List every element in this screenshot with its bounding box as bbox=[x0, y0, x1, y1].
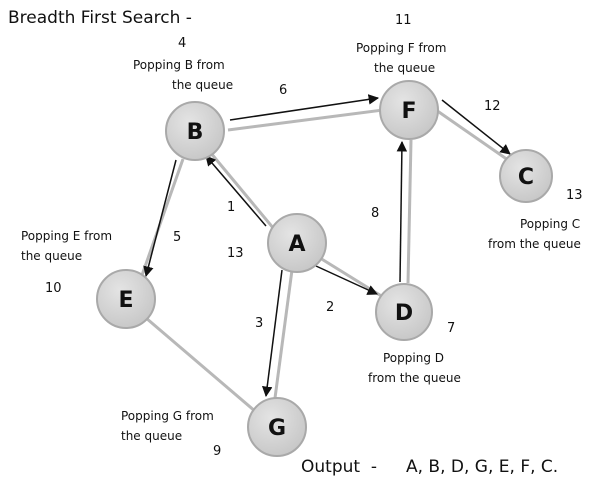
note-pop-e-line1: Popping E from bbox=[21, 229, 112, 243]
node-b: B bbox=[165, 101, 225, 161]
graph-edges bbox=[139, 108, 509, 414]
edge-b-e bbox=[139, 158, 185, 279]
edge-e-g bbox=[145, 316, 257, 414]
node-e: E bbox=[96, 269, 156, 329]
step-number-8: 8 bbox=[371, 206, 379, 221]
step-number-4: 4 bbox=[178, 36, 186, 51]
node-d: D bbox=[375, 283, 433, 341]
output-sequence: A, B, D, G, E, F, C. bbox=[406, 457, 558, 477]
node-b-label: B bbox=[187, 120, 204, 145]
step-number-2: 2 bbox=[326, 300, 334, 315]
arrow-d-f bbox=[396, 140, 408, 283]
arrow-f-c bbox=[441, 99, 511, 155]
note-pop-f-line2: the queue bbox=[374, 61, 435, 75]
note-pop-f-line1: Popping F from bbox=[356, 41, 446, 55]
node-d-label: D bbox=[395, 301, 413, 326]
node-a-label: A bbox=[288, 232, 305, 257]
node-c-label: C bbox=[518, 165, 534, 190]
edge-a-d bbox=[319, 256, 384, 299]
diagram-title: Breadth First Search - bbox=[8, 8, 192, 28]
edge-a-g bbox=[273, 269, 294, 399]
node-c: C bbox=[499, 149, 553, 203]
note-pop-b-line1: Popping B from bbox=[133, 58, 225, 72]
note-pop-g-line1: Popping G from bbox=[121, 409, 214, 423]
step-number-5: 5 bbox=[173, 230, 181, 245]
output-line: Output - A, B, D, G, E, F, C. bbox=[301, 457, 558, 477]
note-pop-b-line2: the queue bbox=[172, 78, 233, 92]
node-e-label: E bbox=[118, 288, 133, 313]
step-number-3: 3 bbox=[255, 316, 263, 331]
step-number-6: 6 bbox=[279, 83, 287, 98]
arrow-a-d bbox=[315, 265, 378, 295]
edge-b-f bbox=[227, 108, 384, 132]
note-pop-c-line2: from the queue bbox=[488, 237, 581, 251]
note-pop-d-line1: Popping D bbox=[383, 351, 444, 365]
arrow-a-b bbox=[205, 155, 267, 227]
arrow-b-e bbox=[143, 159, 177, 278]
node-f: F bbox=[379, 80, 439, 140]
step-number-12: 12 bbox=[484, 99, 501, 114]
step-numbers: 4 11 6 12 13 1 8 5 13 10 2 3 7 9 bbox=[45, 13, 583, 459]
step-number-1: 1 bbox=[227, 200, 235, 215]
arrow-b-f bbox=[229, 94, 380, 121]
step-number-10: 10 bbox=[45, 281, 62, 296]
edge-b-a bbox=[208, 151, 276, 230]
note-pop-g-line2: the queue bbox=[121, 429, 182, 443]
step-number-11: 11 bbox=[395, 13, 412, 28]
note-pop-e-line2: the queue bbox=[21, 249, 82, 263]
node-a: A bbox=[267, 213, 327, 273]
edge-f-c bbox=[435, 108, 509, 162]
step-number-7: 7 bbox=[447, 321, 455, 336]
traversal-arrows bbox=[143, 94, 511, 398]
output-label: Output - bbox=[301, 457, 377, 477]
node-g-label: G bbox=[268, 416, 286, 441]
node-f-label: F bbox=[401, 99, 416, 124]
step-number-13-a: 13 bbox=[227, 246, 244, 261]
note-pop-d-line2: from the queue bbox=[368, 371, 461, 385]
annotations: Popping B from the queue Popping F from … bbox=[21, 41, 581, 443]
step-number-9: 9 bbox=[213, 444, 221, 459]
edge-f-d bbox=[406, 139, 413, 284]
graph-nodes: B F C A D E G bbox=[96, 80, 553, 457]
node-g: G bbox=[247, 397, 307, 457]
note-pop-c-line1: Popping C bbox=[520, 217, 580, 231]
step-number-13-c: 13 bbox=[566, 188, 583, 203]
arrow-a-g bbox=[261, 269, 283, 398]
